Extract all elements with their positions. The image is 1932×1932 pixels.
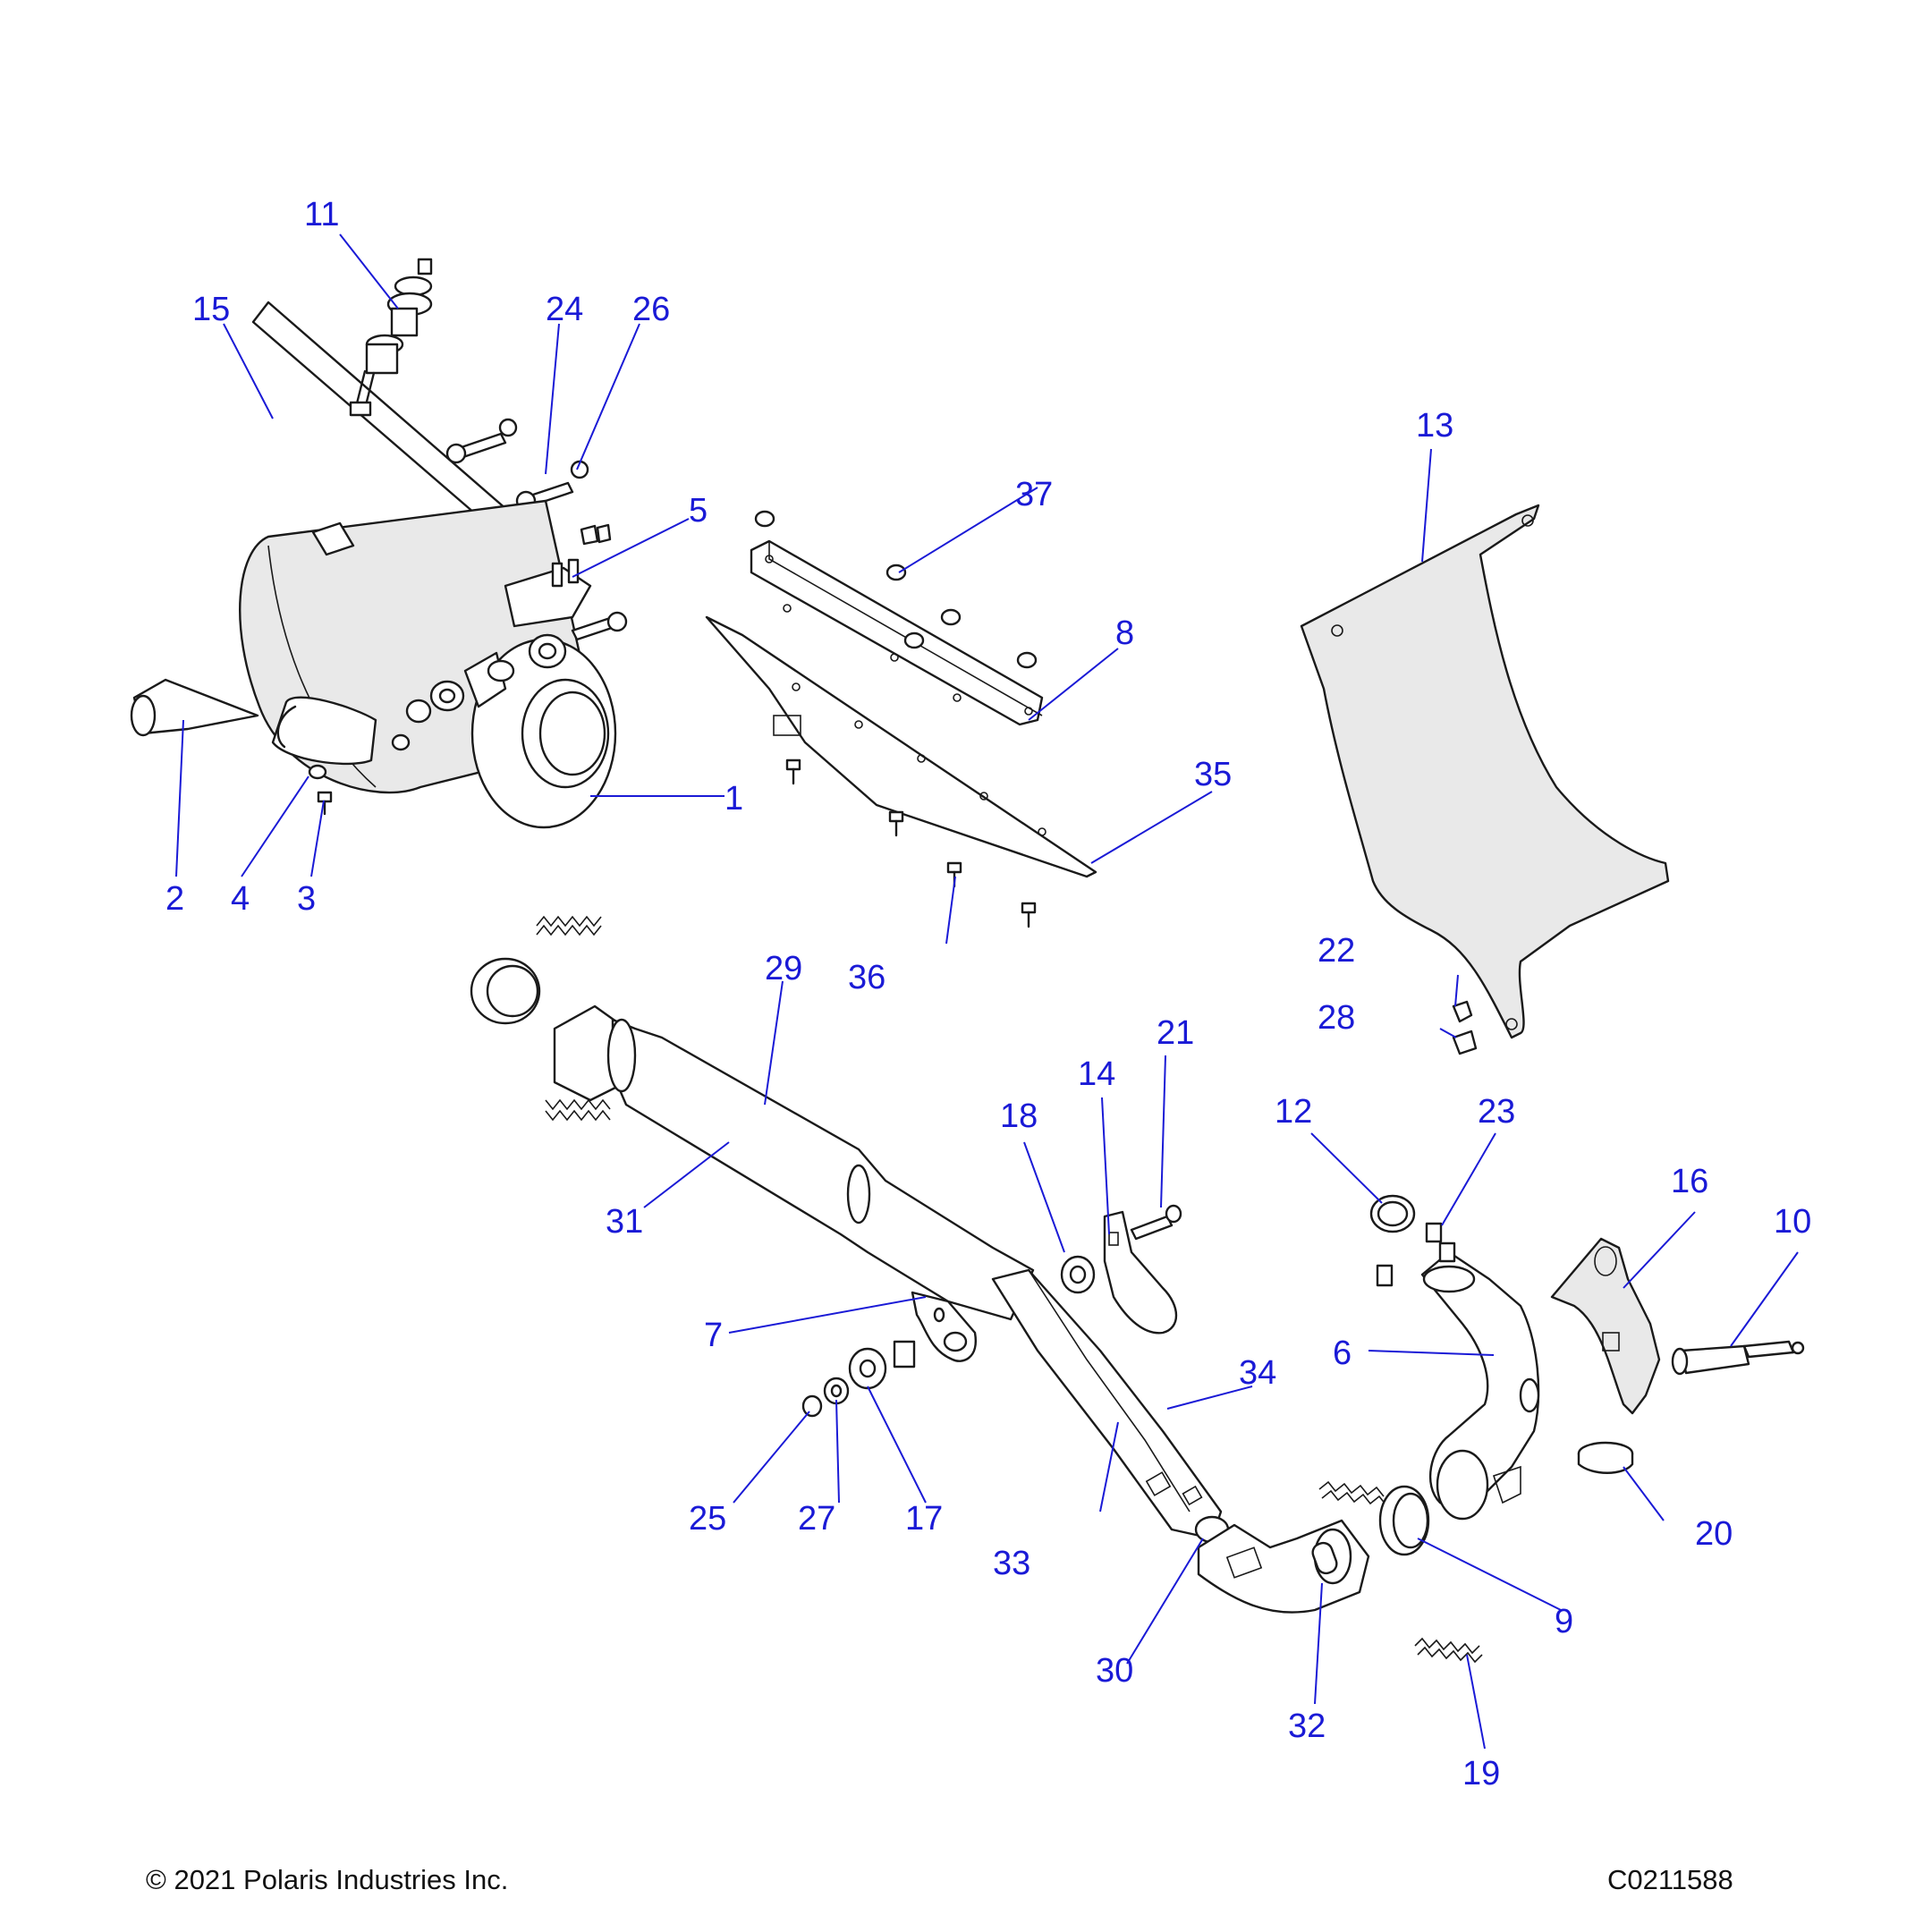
callout-23: 23: [1478, 1093, 1515, 1131]
skid-plate-fasteners: [1452, 1000, 1478, 1055]
spring-lower: [545, 1098, 611, 1122]
spring-elbow-lower: [1414, 1637, 1483, 1664]
mount-grommet-stack: [349, 258, 433, 417]
callout-9: 9: [1555, 1603, 1573, 1640]
shield-nuts: [754, 510, 1038, 669]
mid-pipe-assembly: [553, 1004, 1035, 1362]
callout-25: 25: [689, 1500, 726, 1538]
callout-labels: 11 15 24 26 5 37 13 8 35 1 2 4 3 36 29 3…: [165, 196, 1811, 1792]
callout-13: 13: [1416, 407, 1453, 445]
callout-22: 22: [1318, 932, 1355, 970]
callout-26: 26: [632, 291, 670, 328]
callout-5: 5: [689, 492, 708, 530]
callout-34: 34: [1239, 1354, 1276, 1392]
tail-pipe-tip: [130, 678, 259, 737]
leader-lines: [175, 233, 1799, 1750]
callout-31: 31: [606, 1203, 643, 1241]
oxygen-sensor: [1671, 1340, 1805, 1376]
sensor-gasket-and-plugs: [1369, 1194, 1456, 1287]
callout-29: 29: [765, 950, 802, 987]
callout-24: 24: [546, 291, 583, 328]
callout-3: 3: [297, 880, 316, 918]
callout-18: 18: [1000, 1097, 1038, 1135]
callout-27: 27: [798, 1500, 835, 1538]
exhaust-gasket: [1378, 1485, 1430, 1556]
callout-33: 33: [993, 1545, 1030, 1582]
callout-6: 6: [1333, 1335, 1352, 1372]
shield-bolts: [445, 418, 589, 512]
callout-35: 35: [1194, 756, 1232, 793]
muffler-outlet-tube: [271, 696, 377, 766]
callout-4: 4: [231, 880, 250, 918]
callout-8: 8: [1115, 614, 1134, 652]
mid-pipe-hardware: [801, 1340, 916, 1418]
callout-28: 28: [1318, 999, 1355, 1037]
callout-17: 17: [905, 1500, 943, 1538]
callout-37: 37: [1015, 476, 1053, 513]
head-pipe-assembly: [991, 1268, 1230, 1544]
head-pipe-heat-guard: [1550, 1237, 1661, 1415]
callout-15: 15: [192, 291, 230, 328]
shield-screws: [785, 758, 1037, 928]
callout-2: 2: [165, 880, 184, 918]
pipe-elbow: [1197, 1519, 1370, 1614]
pipe-clip-bracket: [1060, 1204, 1182, 1335]
callout-16: 16: [1671, 1163, 1708, 1200]
callout-20: 20: [1695, 1515, 1733, 1553]
spring-upper: [536, 915, 602, 936]
callout-30: 30: [1096, 1652, 1133, 1690]
callout-1: 1: [724, 780, 743, 818]
pipe-clamp: [1577, 1441, 1634, 1474]
muffler-fasteners: [308, 733, 411, 816]
callout-11: 11: [304, 196, 339, 233]
callout-19: 19: [1462, 1755, 1500, 1792]
spring-elbow-upper: [1318, 1480, 1387, 1506]
callout-12: 12: [1275, 1093, 1312, 1131]
lower-heat-shield: [705, 615, 1097, 878]
inlet-gasket-ring: [470, 957, 541, 1025]
exhaust-head-pipe: [1420, 1250, 1540, 1521]
copyright-notice: © 2021 Polaris Industries Inc.: [146, 1864, 508, 1895]
skid-plate-shield: [1300, 504, 1670, 1039]
callout-32: 32: [1288, 1707, 1326, 1745]
drawing-number: C0211588: [1607, 1864, 1733, 1895]
callout-21: 21: [1157, 1014, 1194, 1052]
callout-10: 10: [1774, 1203, 1811, 1241]
upper-heat-shield: [750, 539, 1044, 726]
callout-36: 36: [848, 959, 886, 996]
muffler-bracket: [504, 523, 628, 669]
callout-7: 7: [704, 1317, 723, 1354]
callout-14: 14: [1078, 1055, 1115, 1093]
